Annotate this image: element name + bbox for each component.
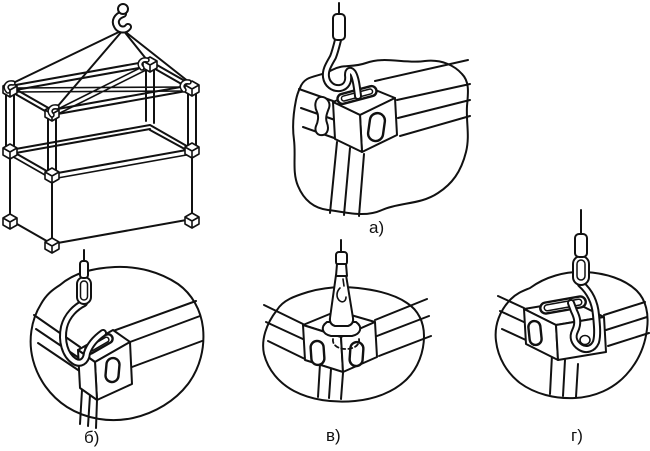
detail-v-figure [262, 239, 432, 403]
lug-cone [328, 274, 355, 327]
detail-a-figure [292, 2, 471, 217]
label-detail-b: б) [84, 428, 100, 447]
corner-fitting [302, 310, 378, 373]
container-rails-and-post [497, 295, 650, 398]
sling-hook [321, 36, 362, 100]
side-aperture [104, 356, 121, 384]
sling-hook [567, 280, 602, 354]
top-aperture [539, 295, 587, 315]
sling-hook [59, 299, 107, 367]
label-detail-v: в) [326, 426, 341, 445]
sling-cable [332, 2, 346, 41]
sling-cable [76, 249, 92, 305]
container-corner-posts [5, 66, 197, 173]
detail-g-figure [494, 209, 650, 400]
container-lower-box [9, 148, 193, 245]
hidden-lug-foot [332, 338, 360, 350]
sling-corner-hooks [3, 57, 192, 118]
side-aperture [527, 319, 543, 347]
crane-hook-icon [111, 3, 132, 34]
lifting-lug [321, 239, 362, 350]
label-detail-a: а) [369, 218, 385, 237]
container-top-frame [9, 60, 193, 116]
detail-b-figure [29, 249, 205, 429]
label-detail-g: г) [571, 426, 583, 445]
container-rails-and-post [263, 298, 432, 400]
roof-x-bracing [11, 63, 191, 115]
sling-cable [572, 209, 590, 286]
hook-tip-through-side-aperture [314, 95, 331, 137]
sling-legs [12, 29, 190, 108]
overview-container-sling-figure [2, 3, 200, 254]
side-aperture [366, 111, 387, 143]
container-rails-and-post [33, 300, 203, 429]
hook-point-tip [579, 334, 591, 346]
left-side-aperture [309, 339, 326, 367]
lug-inner-hook-detail [336, 278, 347, 303]
